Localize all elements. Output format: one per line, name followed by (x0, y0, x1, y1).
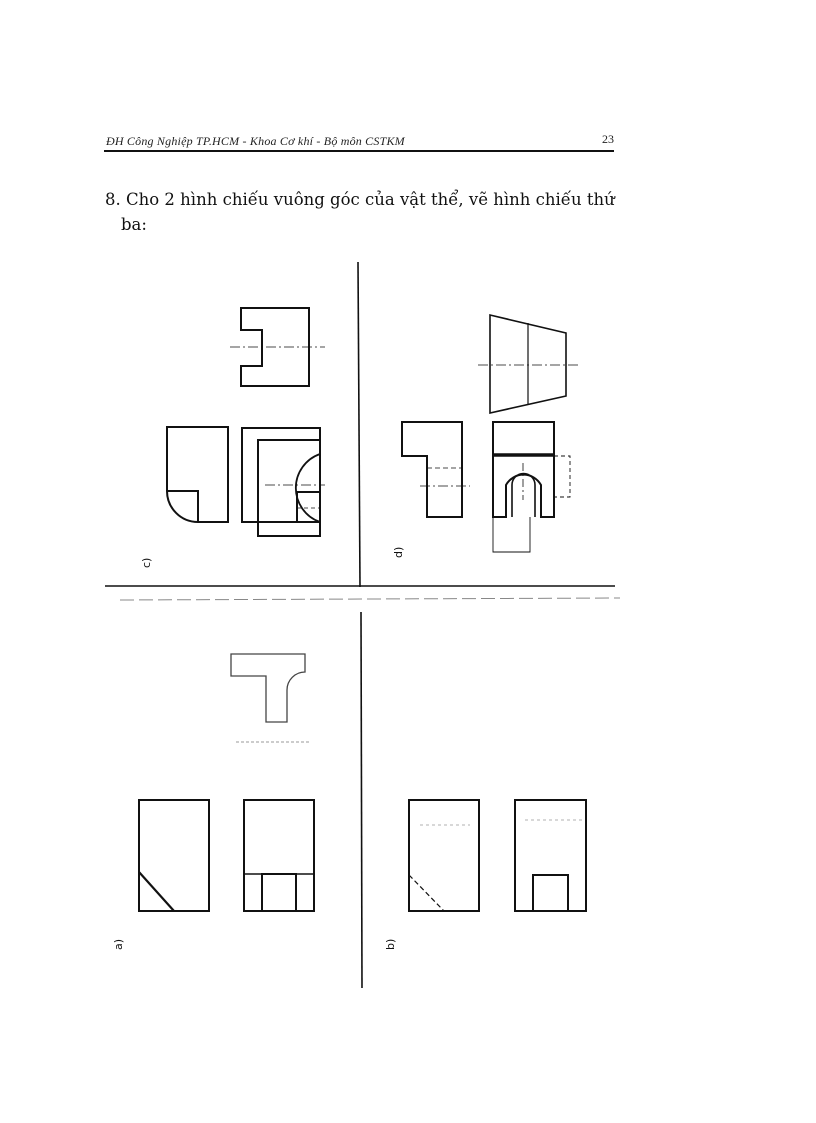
figure-d-hidden-outline (554, 455, 571, 498)
page-header: ĐH Công Nghiệp TP.HCM - Khoa Cơ khí - Bộ… (104, 128, 614, 154)
figure-c-label: c) (140, 558, 153, 568)
figure-c-side-arc (294, 453, 321, 523)
figure-c (166, 307, 325, 537)
figure-a-side-view (243, 799, 315, 912)
figure-c-front-view (166, 426, 229, 523)
figure-a-side-notch (261, 873, 297, 911)
figure-d (401, 313, 578, 553)
figure-d-lower-outline (492, 517, 531, 553)
figure-b-front-view (408, 799, 480, 912)
figure-c-side-view-outer (241, 427, 321, 523)
figure-a-top-view (230, 653, 306, 723)
faint-dashed-line (119, 597, 621, 601)
figure-a-diagonal (138, 871, 175, 912)
figure-d-label: d) (392, 547, 405, 558)
figure-c-top-view (240, 307, 310, 387)
figure-d-top-view (489, 313, 567, 414)
figure-c-side-slot (296, 491, 321, 523)
figure-d-inner-arch (511, 472, 536, 517)
exercise-text-line2: ba: (121, 215, 147, 234)
figure-c-side-view-inner (257, 439, 321, 537)
page-number: 23 (602, 132, 614, 146)
figure-b-side-view (514, 799, 587, 912)
vertical-divider-top (357, 261, 361, 588)
figure-b-side-notch (532, 874, 569, 912)
exercise-text-line1: Cho 2 hình chiếu vuông góc của vật thể, … (126, 190, 615, 209)
figure-b-label: b) (384, 939, 397, 950)
header-rule (104, 150, 614, 152)
figure-a-front-view (138, 799, 210, 912)
figure-a (138, 653, 315, 912)
figure-a-label: a) (112, 939, 125, 950)
figure-c-front-step (167, 490, 199, 522)
exercise-number: 8. (105, 190, 121, 209)
figure-b-hidden-diagonal (408, 874, 445, 912)
header-text: ĐH Công Nghiệp TP.HCM - Khoa Cơ khí - Bộ… (106, 134, 405, 148)
figure-d-side-view (401, 421, 463, 518)
figure-d-front-view (492, 421, 555, 518)
figure-b (408, 799, 587, 912)
exercise-statement: 8. Cho 2 hình chiếu vuông góc của vật th… (105, 187, 625, 237)
vertical-divider-bottom (360, 611, 363, 989)
